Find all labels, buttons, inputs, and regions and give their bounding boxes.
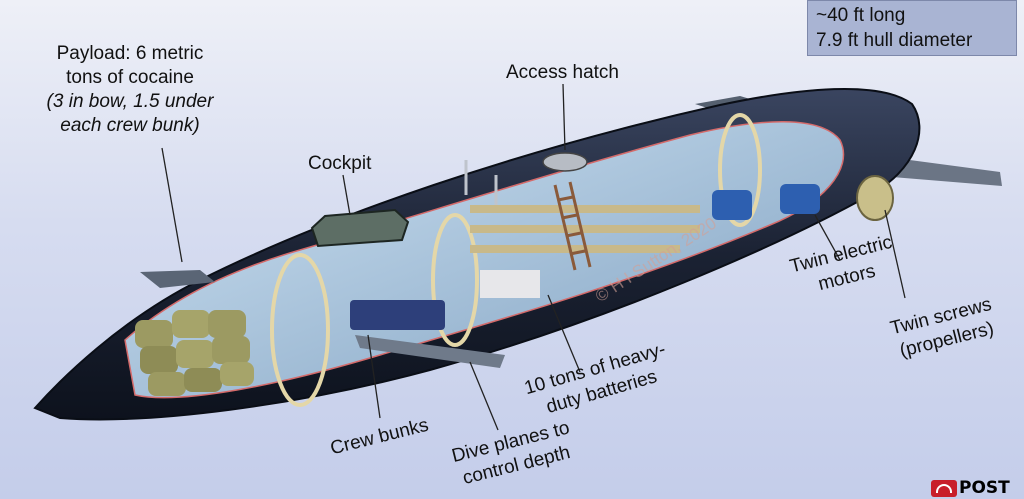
leader-hatch: [562, 83, 566, 151]
leader-payload: [161, 147, 183, 263]
crew-bunk: [350, 300, 445, 330]
payload-label: Payload: 6 metric tons of cocaine (3 in …: [40, 42, 220, 138]
bulkhead-forward: [270, 253, 330, 407]
bow-dive-plane-lower: [355, 335, 505, 368]
leader-motors: [814, 214, 841, 261]
post-logo: POST: [931, 478, 1010, 498]
leader-cockpit: [342, 174, 351, 216]
leader-batteries: [547, 294, 581, 373]
ladder: [553, 181, 592, 271]
access-hatch-label: Access hatch: [506, 62, 619, 83]
spec-diameter: 7.9 ft hull diameter: [816, 30, 973, 51]
access-hatch: [542, 152, 588, 172]
propeller: [856, 175, 894, 221]
leader-crew: [367, 334, 381, 419]
specs-box: ~40 ft long 7.9 ft hull diameter: [807, 0, 1017, 56]
leader-screws: [884, 209, 906, 299]
battery-racks: [470, 205, 700, 298]
bulkhead-mid: [431, 213, 479, 347]
payload-label-line4: each crew bunk): [60, 115, 200, 136]
payload-label-line1: Payload: 6 metric: [56, 43, 204, 64]
payload-label-line3: (3 in bow, 1.5 under: [46, 91, 214, 112]
electric-motors: [712, 184, 820, 220]
payload-label-line2: tons of cocaine: [66, 67, 194, 88]
cockpit-label: Cockpit: [308, 153, 372, 174]
post-logo-icon: [931, 479, 957, 497]
hull-cutaway: [124, 121, 845, 399]
leader-dive: [469, 361, 499, 431]
bow-dive-plane-upper: [140, 270, 215, 288]
cockpit-dome: [310, 208, 410, 248]
spec-length: ~40 ft long: [816, 5, 906, 26]
post-logo-text: POST: [959, 478, 1010, 498]
bulkhead-aft: [718, 113, 762, 227]
cargo-bales: [135, 310, 254, 396]
